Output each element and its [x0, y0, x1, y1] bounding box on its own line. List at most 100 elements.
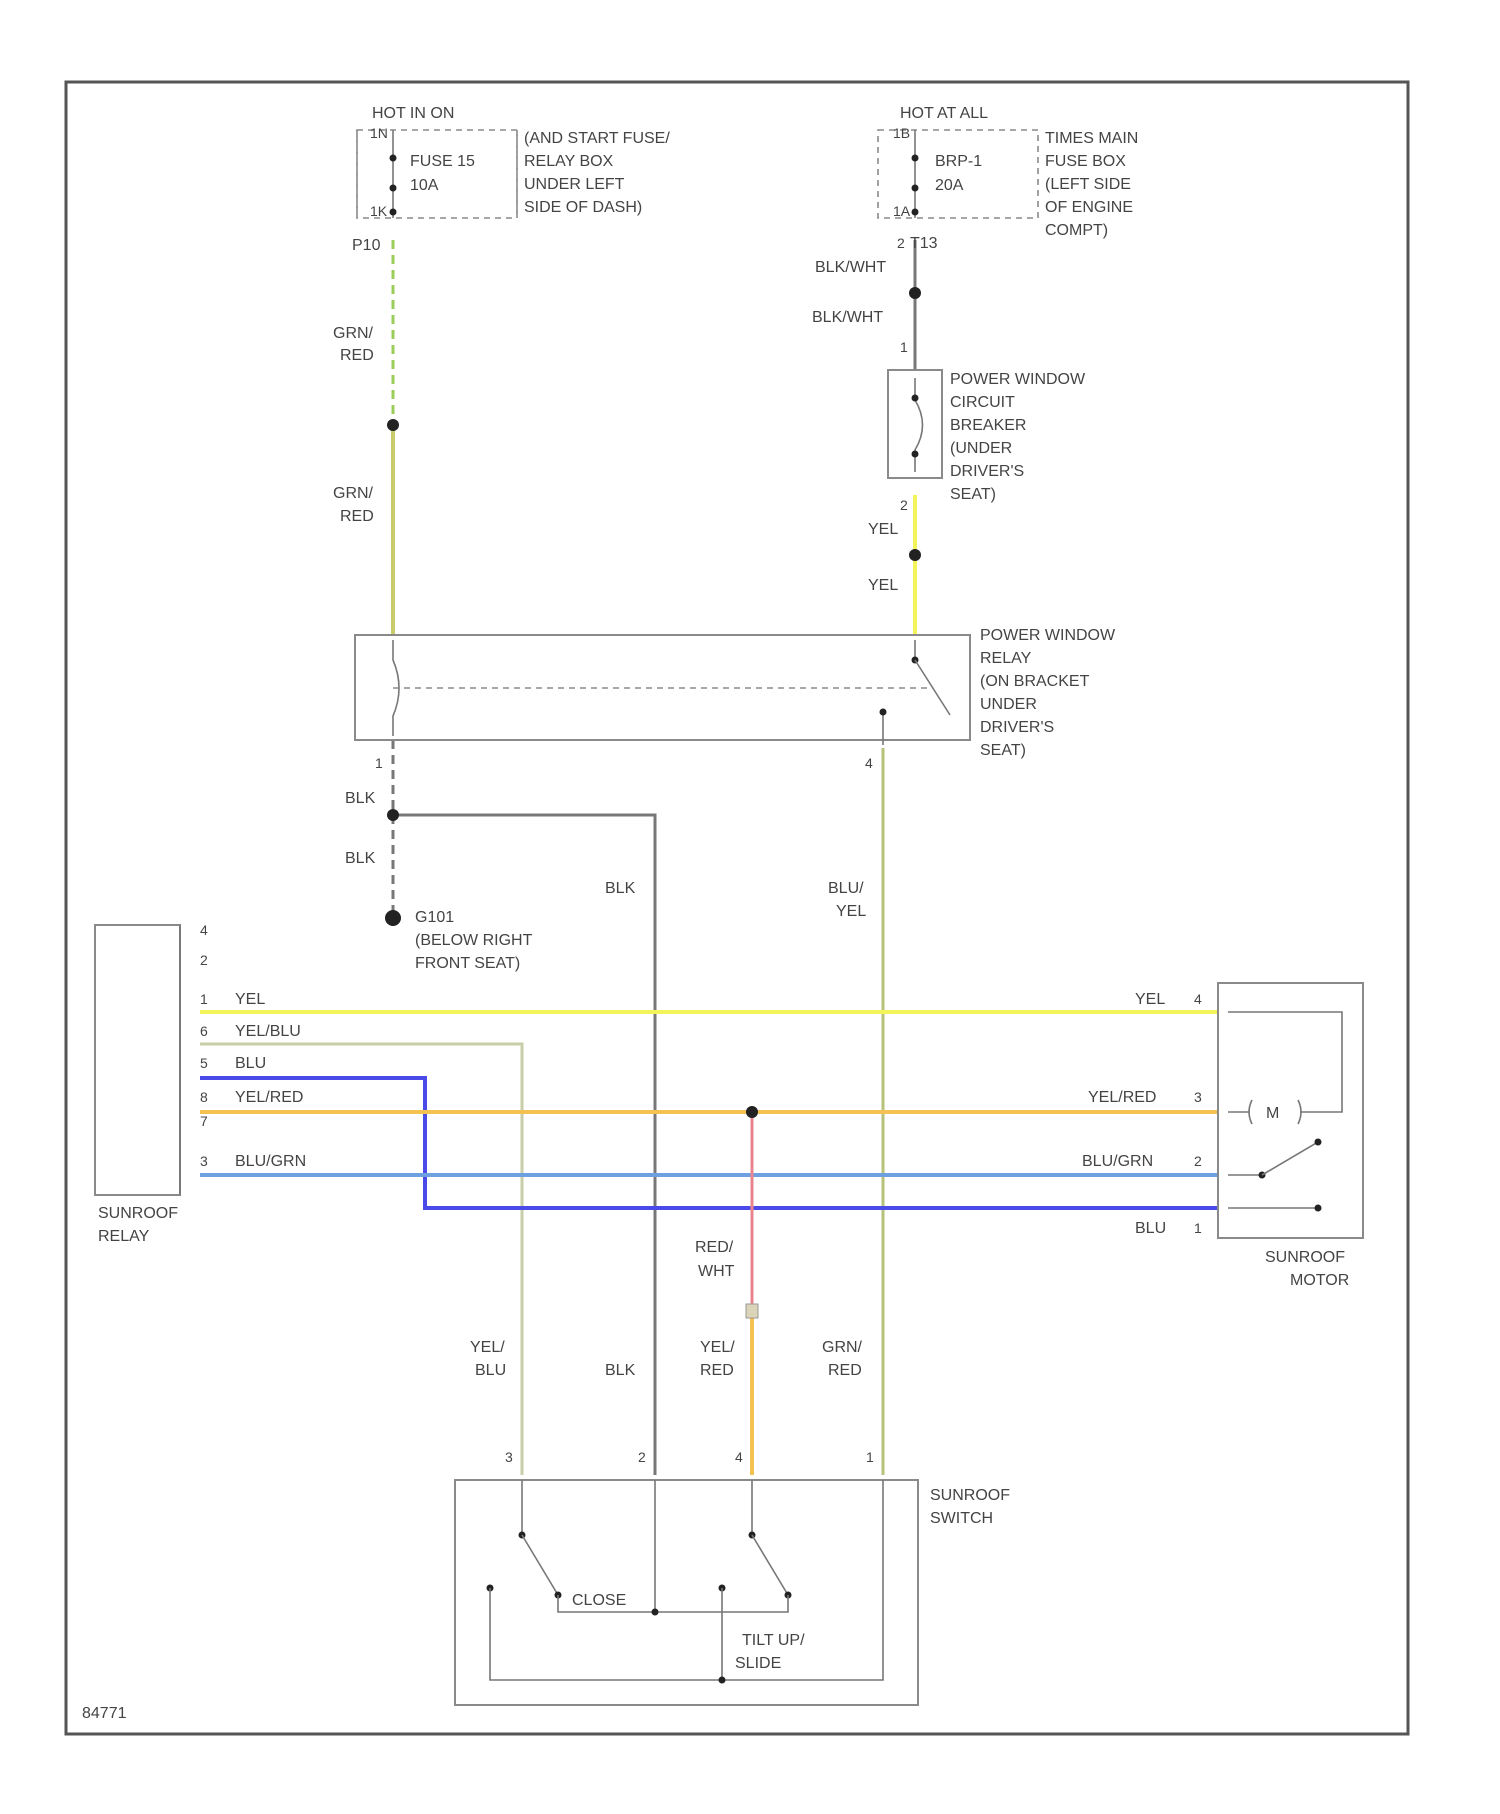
- label-fuse-15-amp: 10A: [410, 177, 439, 194]
- pin-cb-bot: 2: [900, 497, 908, 513]
- label-grn-2: GRN/: [333, 485, 374, 502]
- pin-motor-3: 2: [1194, 1153, 1202, 1169]
- sunroof-motor: [1218, 983, 1363, 1238]
- wire-yel-blu-switch: [200, 1044, 522, 1475]
- pin-relay-out: 1: [375, 755, 383, 771]
- label-b-blk: BLK: [605, 1362, 636, 1379]
- label-b-yel-blu-1: YEL/: [470, 1339, 505, 1356]
- label-relay-1: POWER WINDOW: [980, 627, 1116, 644]
- label-wire-blu-grn: BLU/GRN: [235, 1153, 306, 1170]
- ground-point: [385, 910, 401, 926]
- label-blk-wht-1: BLK/WHT: [815, 259, 886, 276]
- label-red-1: RED: [340, 347, 374, 364]
- label-t13: T13: [910, 235, 938, 252]
- label-sr-motor-2: MOTOR: [1290, 1272, 1349, 1289]
- splice-blk-wht: [909, 287, 921, 299]
- label-blu-yel-1: BLU/: [828, 880, 864, 897]
- sunroof-switch: [455, 1480, 918, 1705]
- label-brp-loc-5: COMPT): [1045, 222, 1108, 239]
- label-cb-3: BREAKER: [950, 417, 1026, 434]
- label-motor-blu-grn: BLU/GRN: [1082, 1153, 1153, 1170]
- label-yel-1: YEL: [868, 521, 898, 538]
- label-motor-blu: BLU: [1135, 1220, 1166, 1237]
- pin-brp-out: 1A: [893, 203, 911, 219]
- label-motor-m: M: [1266, 1105, 1279, 1122]
- label-b-grn-red-2: RED: [828, 1362, 862, 1379]
- label-figure-code: 84771: [82, 1705, 127, 1722]
- label-wire-yel-blu: YEL/BLU: [235, 1023, 301, 1040]
- pin-sr-relay-1: 4: [200, 922, 208, 938]
- label-sr-switch-1: SUNROOF: [930, 1487, 1010, 1504]
- label-wire-yel-red: YEL/RED: [235, 1089, 303, 1106]
- label-motor-yel-red: YEL/RED: [1088, 1089, 1156, 1106]
- label-b-grn-red-1: GRN/: [822, 1339, 863, 1356]
- label-relay-5: DRIVER'S: [980, 719, 1054, 736]
- connector-red-wht: [746, 1304, 758, 1318]
- wire-blu-motor: [200, 1078, 1218, 1208]
- label-tilt-1: TILT UP/: [742, 1632, 805, 1649]
- pin-switch-4: 1: [866, 1449, 874, 1465]
- label-brp-loc-1: TIMES MAIN: [1045, 130, 1138, 147]
- label-close: CLOSE: [572, 1592, 626, 1609]
- pin-sr-relay-6: 8: [200, 1089, 208, 1105]
- pin-sr-relay-8: 3: [200, 1153, 208, 1169]
- label-fuse-15-loc-4: SIDE OF DASH): [524, 199, 642, 216]
- label-b-yel-blu-2: BLU: [475, 1362, 506, 1379]
- pin-switch-3: 4: [735, 1449, 743, 1465]
- label-brp-loc-2: FUSE BOX: [1045, 153, 1126, 170]
- label-wire-yel: YEL: [235, 991, 265, 1008]
- power-window-relay: [355, 635, 970, 745]
- splice-blk: [387, 809, 399, 821]
- label-relay-4: UNDER: [980, 696, 1037, 713]
- pin-motor-1: 4: [1194, 991, 1202, 1007]
- pin-sr-relay-4: 6: [200, 1023, 208, 1039]
- label-cb-5: DRIVER'S: [950, 463, 1024, 480]
- label-cb-6: SEAT): [950, 486, 996, 503]
- pin-motor-4: 1: [1194, 1220, 1202, 1236]
- pin-switch-1: 3: [505, 1449, 513, 1465]
- label-hot-in-on: HOT IN ON: [372, 105, 454, 122]
- pin-sr-relay-7: 7: [200, 1113, 208, 1129]
- label-ground-3: FRONT SEAT): [415, 955, 520, 972]
- label-grn-1: GRN/: [333, 325, 374, 342]
- label-sr-relay-1: SUNROOF: [98, 1205, 178, 1222]
- label-cb-4: (UNDER: [950, 440, 1012, 457]
- label-p10: P10: [352, 237, 381, 254]
- label-blk-1: BLK: [345, 790, 376, 807]
- pin-brp-in: 1B: [893, 125, 910, 141]
- label-cb-1: POWER WINDOW: [950, 371, 1086, 388]
- label-b-yel-red-1: YEL/: [700, 1339, 735, 1356]
- label-sr-switch-2: SWITCH: [930, 1510, 993, 1527]
- label-wire-blu: BLU: [235, 1055, 266, 1072]
- label-brp-loc-3: (LEFT SIDE: [1045, 176, 1131, 193]
- pin-t13: 2: [897, 235, 905, 251]
- label-blk-wht-2: BLK/WHT: [812, 309, 883, 326]
- label-fuse-15-loc-3: UNDER LEFT: [524, 176, 625, 193]
- circuit-breaker: [888, 370, 942, 478]
- label-sr-relay-2: RELAY: [98, 1228, 150, 1245]
- label-ground-2: (BELOW RIGHT: [415, 932, 533, 949]
- label-brp-1-amp: 20A: [935, 177, 964, 194]
- pin-f15-out: 1K: [370, 203, 388, 219]
- label-red-wht-1: RED/: [695, 1239, 734, 1256]
- label-motor-yel: YEL: [1135, 991, 1165, 1008]
- label-blk-2: BLK: [345, 850, 376, 867]
- label-brp-1: BRP-1: [935, 153, 982, 170]
- label-tilt-2: SLIDE: [735, 1655, 781, 1672]
- label-b-yel-red-2: RED: [700, 1362, 734, 1379]
- diagram-frame: [66, 82, 1408, 1734]
- label-fuse-15-loc-2: RELAY BOX: [524, 153, 614, 170]
- splice-yel-red: [746, 1106, 758, 1118]
- label-hot-at-all: HOT AT ALL: [900, 105, 988, 122]
- pin-motor-2: 3: [1194, 1089, 1202, 1105]
- pin-relay-4: 4: [865, 755, 873, 771]
- label-red-2: RED: [340, 508, 374, 525]
- label-relay-2: RELAY: [980, 650, 1032, 667]
- label-relay-3: (ON BRACKET: [980, 673, 1090, 690]
- label-red-wht-2: WHT: [698, 1263, 735, 1280]
- label-fuse-15: FUSE 15: [410, 153, 475, 170]
- label-relay-6: SEAT): [980, 742, 1026, 759]
- label-brp-loc-4: OF ENGINE: [1045, 199, 1133, 216]
